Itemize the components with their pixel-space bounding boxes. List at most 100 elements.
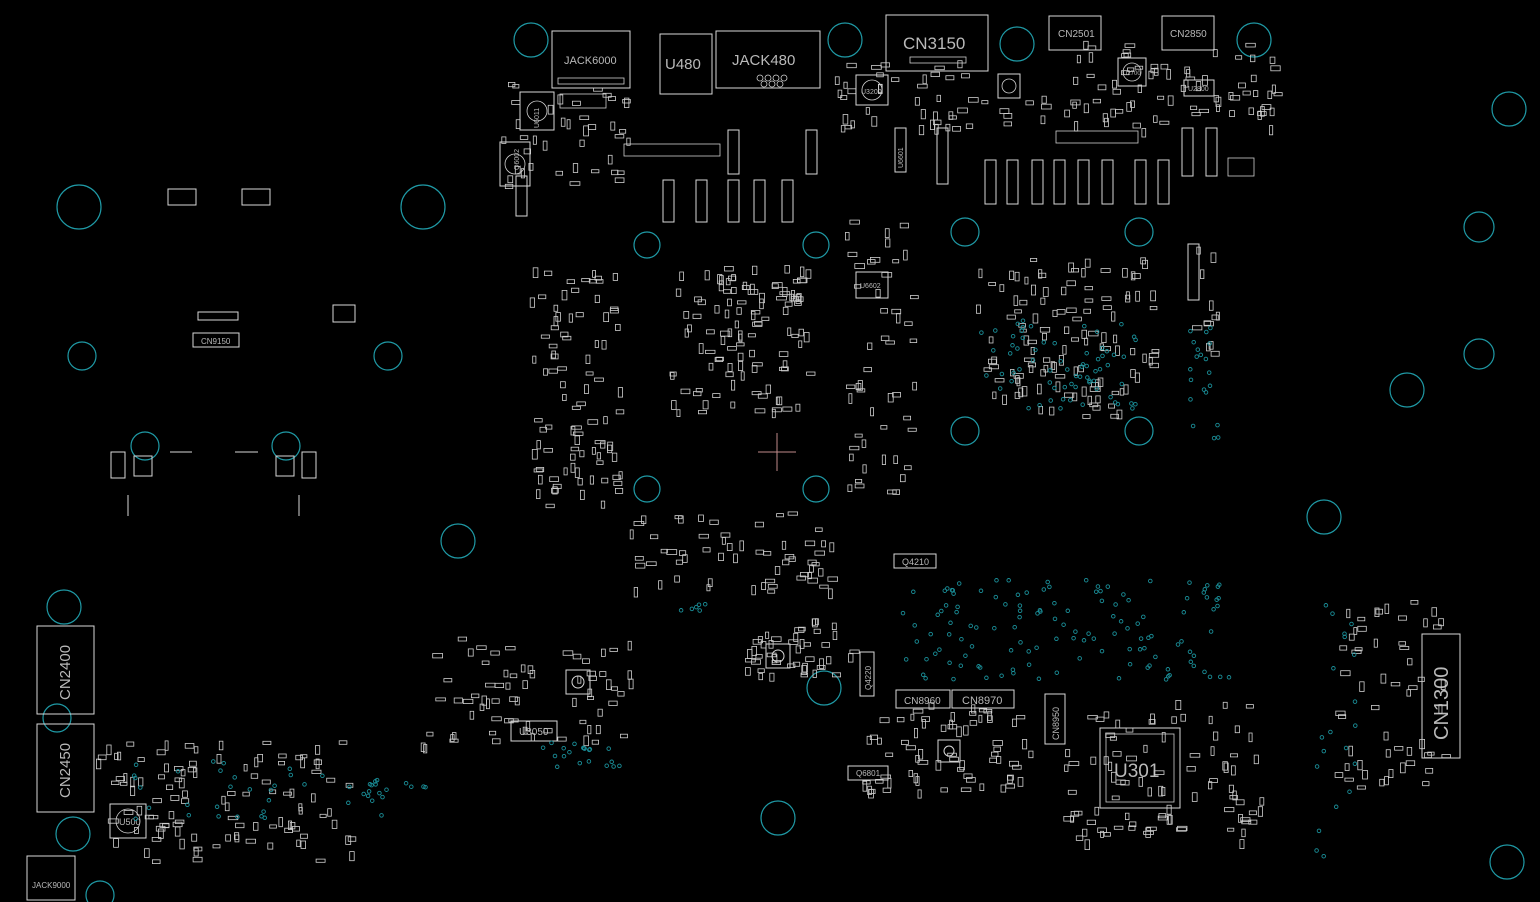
u3200-chip[interactable]: U3200 — [855, 74, 889, 106]
smd-component-field — [96, 40, 1451, 864]
smd-pad — [771, 408, 776, 419]
smd-pad — [1168, 815, 1173, 825]
smd-pad — [531, 448, 538, 460]
smd-pad — [914, 97, 920, 106]
smd-pad — [173, 766, 184, 772]
smd-pad — [347, 836, 357, 842]
smd-pad — [561, 289, 568, 301]
via — [133, 816, 138, 822]
smd-pad — [880, 774, 892, 779]
via — [1175, 642, 1181, 647]
via — [1100, 353, 1105, 359]
via — [1015, 346, 1020, 351]
smd-pad — [586, 670, 596, 677]
jack480-connector[interactable]: JACK480 — [715, 30, 821, 89]
smd-pad — [948, 111, 954, 120]
smd-pad — [1051, 362, 1057, 373]
smd-pad — [736, 307, 742, 315]
smd-pad — [669, 371, 677, 377]
via — [554, 764, 560, 770]
u6601-chip[interactable]: U6601 — [898, 147, 905, 168]
via — [900, 610, 906, 616]
q6801-part[interactable]: Q6801 — [847, 765, 889, 781]
smd-pad — [130, 776, 135, 788]
q6002-part[interactable]: Q6002 — [514, 149, 521, 170]
smd-pad — [283, 791, 292, 796]
smd-pad — [574, 467, 580, 478]
smd-pad — [479, 703, 485, 711]
via — [1194, 354, 1199, 359]
via — [133, 775, 138, 781]
cn1300-connector[interactable]: CN1300 — [1421, 633, 1461, 759]
smd-pad — [1190, 105, 1198, 110]
smd-pad — [844, 125, 853, 130]
via — [1188, 659, 1194, 665]
via — [373, 782, 378, 787]
smd-pad — [172, 821, 183, 828]
cn2850-connector[interactable]: CN2850 — [1161, 15, 1215, 51]
via — [999, 371, 1005, 377]
q4210-part[interactable]: Q4210 — [893, 553, 937, 569]
cn2450-connector[interactable]: CN2450 — [36, 723, 95, 813]
smd-pad — [538, 294, 547, 300]
cn8950-connector[interactable]: CN8950 — [1044, 693, 1066, 745]
smd-pad — [751, 365, 758, 373]
jack9000-connector[interactable]: JACK9000 — [26, 855, 76, 901]
smd-pad — [821, 642, 830, 648]
u2700-chip[interactable]: U2700 — [1117, 57, 1147, 87]
via — [1211, 607, 1216, 612]
cn8960-connector[interactable]: CN8960 — [895, 689, 951, 709]
cn2501-connector[interactable]: CN2501 — [1048, 15, 1102, 51]
via — [1203, 390, 1209, 395]
smd-pad — [915, 755, 920, 763]
smd-pad — [1134, 65, 1144, 70]
smd-pad — [1388, 769, 1394, 779]
cn3150-connector[interactable]: CN3150 — [885, 14, 989, 72]
smd-pad — [570, 446, 580, 452]
smd-pad — [680, 388, 691, 395]
via — [1011, 670, 1016, 676]
cn8970-connector[interactable]: CN8970 — [951, 689, 1015, 709]
cn2400-connector[interactable]: CN2400 — [36, 625, 95, 715]
smd-pad — [1040, 115, 1046, 125]
smd-pad — [470, 693, 480, 699]
smd-pad — [1142, 353, 1147, 363]
smd-pad — [504, 183, 514, 190]
smd-pad — [1064, 326, 1070, 334]
smd-pad — [572, 653, 582, 660]
smd-pad — [450, 734, 455, 742]
u6011-chip[interactable]: U6011 — [534, 108, 541, 128]
smd-pad — [781, 540, 787, 550]
smd-pad — [1030, 257, 1038, 262]
smd-pad — [594, 275, 602, 281]
via — [1342, 634, 1347, 640]
via — [1077, 374, 1083, 379]
smd-pad — [718, 280, 724, 292]
via — [1020, 318, 1026, 323]
smd-pad — [725, 371, 734, 378]
smd-pad — [819, 658, 824, 669]
smd-pad — [798, 340, 803, 348]
u480-chip[interactable]: U480 — [659, 33, 713, 95]
smd-pad — [871, 116, 878, 127]
smd-pad — [569, 181, 581, 186]
smd-pad — [1398, 641, 1407, 646]
via — [1149, 633, 1154, 639]
smd-pad — [641, 515, 647, 524]
smd-pad — [591, 739, 600, 745]
smd-pad — [1094, 806, 1100, 816]
jack6000-connector[interactable]: JACK6000 — [551, 30, 631, 89]
smd-pad — [278, 817, 283, 828]
u500-chip[interactable]: U500 — [109, 803, 147, 839]
cn9150-connector[interactable]: CN9150 — [192, 332, 240, 348]
q4220-part[interactable]: Q4220 — [859, 651, 875, 697]
via — [409, 784, 414, 789]
u301-chip[interactable]: U301 — [1099, 727, 1181, 809]
smd-pad — [1132, 122, 1141, 129]
smd-pad — [1374, 607, 1380, 618]
u2800-chip[interactable]: U2800 — [1183, 79, 1215, 97]
via — [1017, 608, 1023, 614]
smd-pad — [848, 393, 853, 404]
smd-pad — [563, 467, 568, 476]
smd-pad — [751, 646, 758, 656]
